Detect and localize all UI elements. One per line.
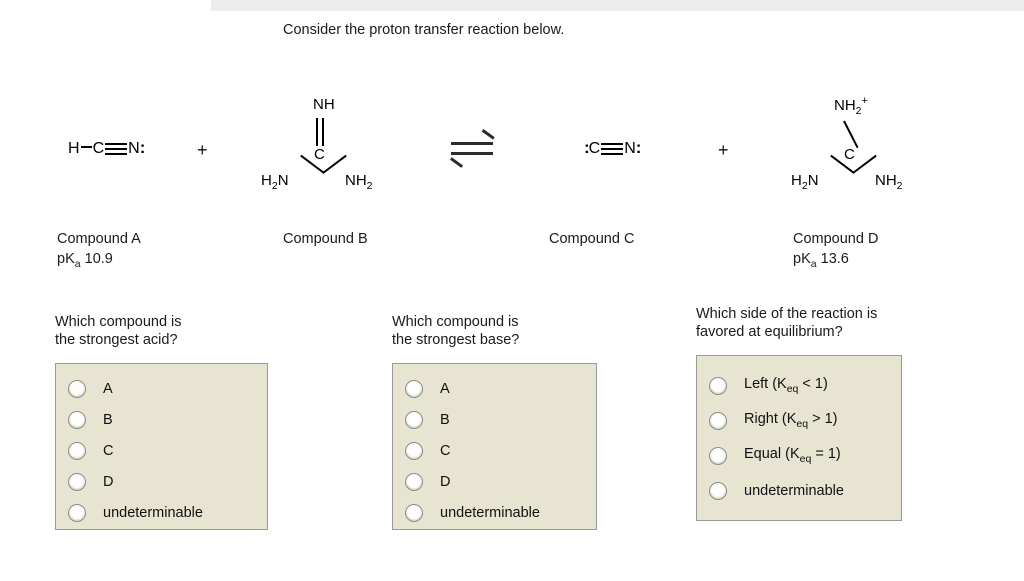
radio-button-icon[interactable] <box>405 472 423 491</box>
option-row[interactable]: D <box>68 466 257 497</box>
question-favored-side: Which side of the reaction is favored at… <box>696 305 902 521</box>
option-label: A <box>103 380 113 397</box>
option-row[interactable]: Right (Keq > 1) <box>709 403 891 438</box>
option-row[interactable]: undeterminable <box>68 497 257 528</box>
atom-nh-top: NH <box>313 96 335 113</box>
compound-d-structure: NH2+ C H2N NH2 <box>790 92 940 204</box>
option-label: A <box>440 380 450 397</box>
atom-carbon-center: C <box>844 146 855 163</box>
plus-sign-left: + <box>197 140 208 160</box>
question-text: Which compound is the strongest acid? <box>55 314 182 348</box>
radio-button-icon[interactable] <box>405 441 423 460</box>
lone-pair-left: : <box>584 138 590 157</box>
lone-pair-right: : <box>635 138 642 157</box>
option-label: undeterminable <box>440 504 540 521</box>
compound-c-label: Compound C <box>549 231 635 247</box>
bond-triple <box>105 142 128 156</box>
question-prompt: Consider the proton transfer reaction be… <box>283 22 565 38</box>
compound-d-caption: Compound D pKa 13.6 <box>793 229 878 274</box>
option-box: A B C D undeterminable <box>55 363 268 530</box>
compound-b-structure: NH C H2N NH2 <box>261 96 412 208</box>
lone-pair-right: : <box>139 138 146 157</box>
radio-button-icon[interactable] <box>68 379 86 398</box>
option-box: A B C D undeterminable <box>392 363 597 530</box>
radio-button-icon[interactable] <box>709 411 727 430</box>
radio-button-icon[interactable] <box>405 379 423 398</box>
atom-nh2-plus-top: NH2+ <box>834 95 868 117</box>
radio-button-icon[interactable] <box>68 503 86 522</box>
radio-button-icon[interactable] <box>68 410 86 429</box>
bond-triple <box>601 142 624 156</box>
option-row[interactable]: A <box>405 373 586 404</box>
compound-a-label: Compound A <box>57 231 141 247</box>
atom-hydrogen: H <box>68 140 80 157</box>
question-strongest-base: Which compound is the strongest base? A … <box>392 313 597 530</box>
option-row[interactable]: A <box>68 373 257 404</box>
radio-button-icon[interactable] <box>68 441 86 460</box>
atom-nh2-lower-right: NH2 <box>345 172 373 192</box>
compound-b-caption: Compound B <box>283 229 368 249</box>
bond-single-to-top <box>843 120 859 149</box>
bond-double-line-2 <box>322 118 324 146</box>
atom-h2n-lower-left: H2N <box>791 172 819 192</box>
radio-button-icon[interactable] <box>68 472 86 491</box>
option-label: C <box>103 442 114 459</box>
atom-nh2-lower-right: NH2 <box>875 172 903 192</box>
option-row[interactable]: C <box>405 435 586 466</box>
option-row[interactable]: undeterminable <box>405 497 586 528</box>
option-row[interactable]: B <box>68 404 257 435</box>
option-row[interactable]: undeterminable <box>709 473 891 508</box>
compound-c-caption: Compound C <box>549 229 634 249</box>
option-label: Equal (Keq = 1) <box>744 446 841 465</box>
bond-double-line-1 <box>316 118 318 146</box>
option-label: undeterminable <box>103 504 203 521</box>
top-gray-bar <box>211 0 1024 11</box>
atom-carbon: C <box>588 140 601 157</box>
charge-plus: + <box>861 95 868 107</box>
option-label: Left (Keq < 1) <box>744 376 828 395</box>
option-row[interactable]: Equal (Keq = 1) <box>709 438 891 473</box>
option-label: D <box>103 473 114 490</box>
atom-carbon-center: C <box>314 146 325 163</box>
compound-d-label: Compound D <box>793 231 879 247</box>
bond-to-lower-right <box>322 154 347 174</box>
radio-button-icon[interactable] <box>709 376 727 395</box>
question-strongest-acid: Which compound is the strongest acid? A … <box>55 313 268 530</box>
question-text: Which side of the reaction is favored at… <box>696 306 878 340</box>
plus-sign-right: + <box>718 140 729 160</box>
question-text: Which compound is the strongest base? <box>392 314 520 348</box>
radio-button-icon[interactable] <box>709 481 727 500</box>
bond-to-lower-right <box>852 154 877 174</box>
radio-button-icon[interactable] <box>709 446 727 465</box>
compound-b-label: Compound B <box>283 231 368 247</box>
option-label: B <box>440 411 450 428</box>
option-row[interactable]: B <box>405 404 586 435</box>
radio-button-icon[interactable] <box>405 503 423 522</box>
atom-carbon: C <box>92 140 105 157</box>
atom-nitrogen: N <box>128 140 140 157</box>
atom-nitrogen: N <box>624 140 636 157</box>
option-row[interactable]: Left (Keq < 1) <box>709 368 891 403</box>
compound-a-pka: pKa 10.9 <box>57 251 113 270</box>
option-box: Left (Keq < 1) Right (Keq > 1) Equal (Ke… <box>696 355 902 521</box>
atom-h2n-lower-left: H2N <box>261 172 289 192</box>
option-label: B <box>103 411 113 428</box>
compound-d-pka: pKa 13.6 <box>793 251 849 270</box>
option-label: Right (Keq > 1) <box>744 411 838 430</box>
option-label: undeterminable <box>744 482 844 499</box>
option-row[interactable]: C <box>68 435 257 466</box>
option-row[interactable]: D <box>405 466 586 497</box>
option-label: C <box>440 442 451 459</box>
option-label: D <box>440 473 451 490</box>
compound-a-caption: Compound A pKa 10.9 <box>57 229 141 274</box>
equilibrium-arrow-icon <box>450 129 497 168</box>
bond-single <box>80 146 92 148</box>
radio-button-icon[interactable] <box>405 410 423 429</box>
